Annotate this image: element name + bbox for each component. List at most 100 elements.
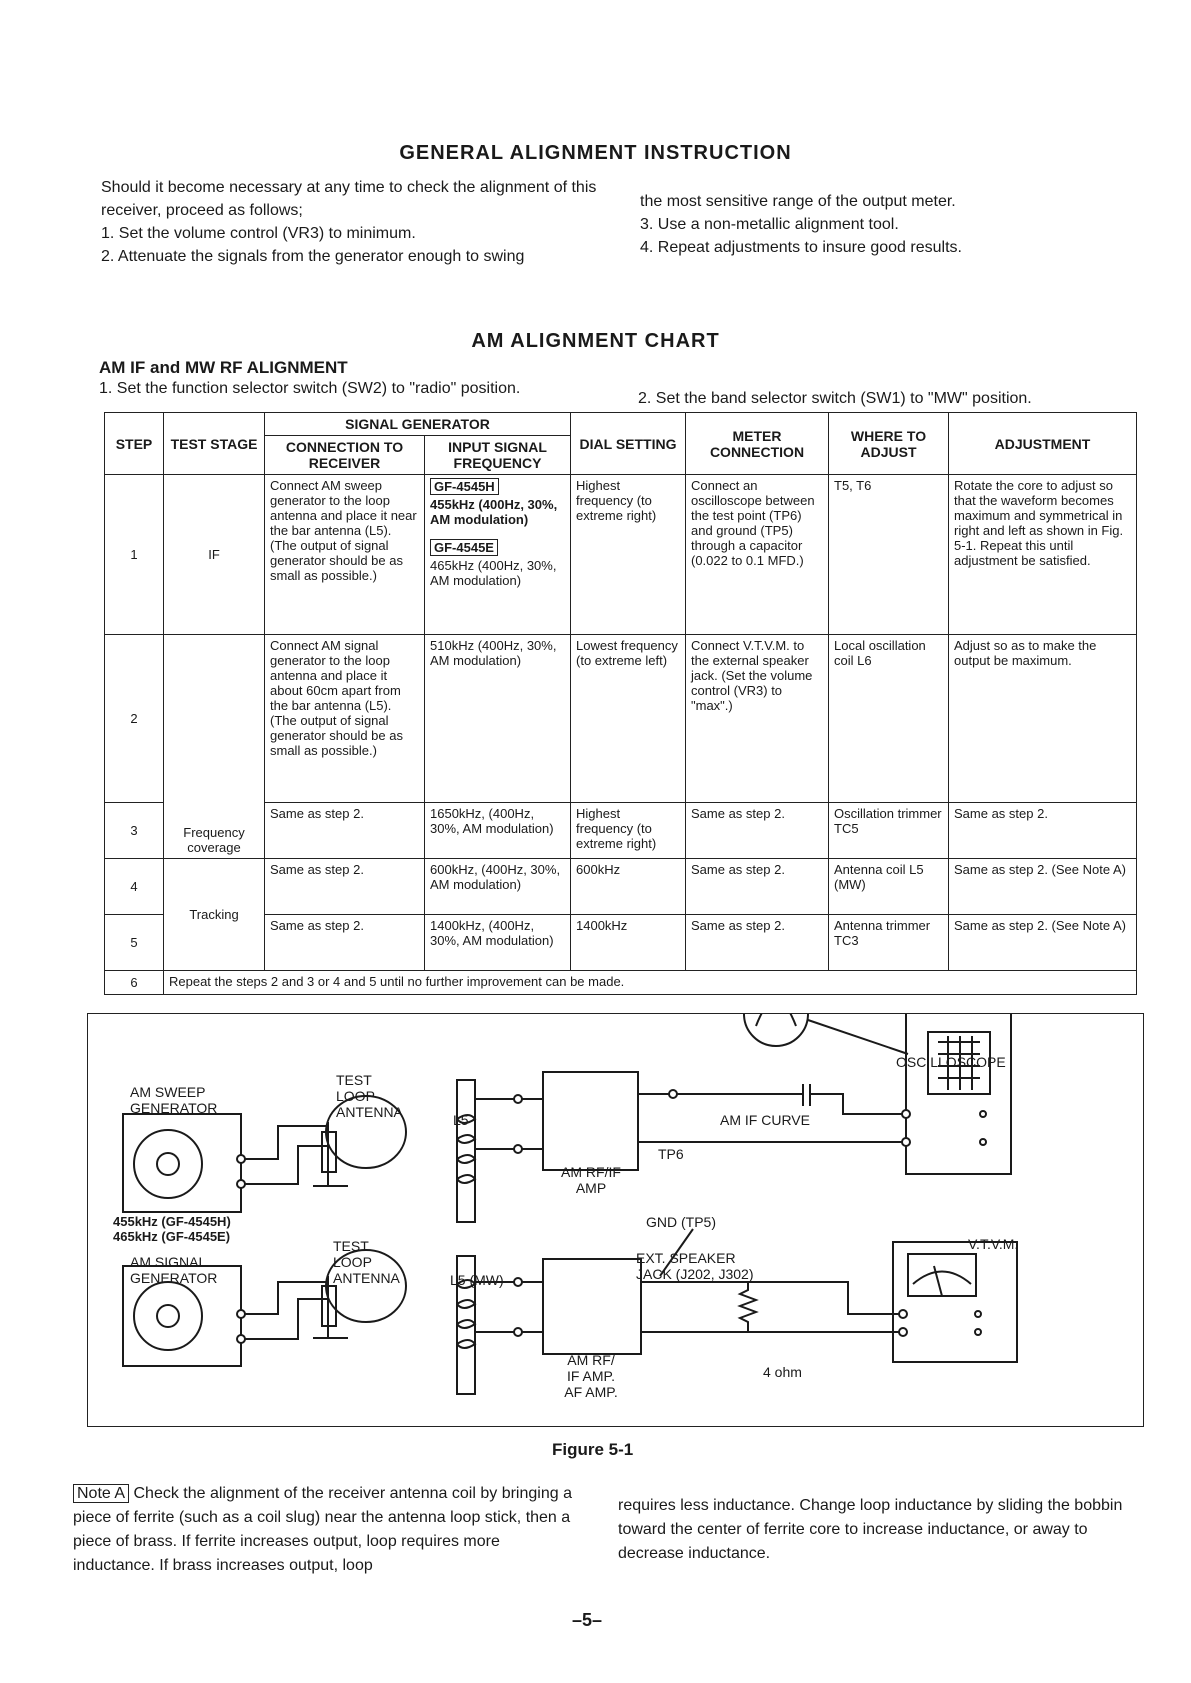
header-where-to-adjust: WHERE TO ADJUST [828, 412, 949, 475]
header-test-stage: TEST STAGE [163, 412, 265, 475]
connection-cell: Same as step 2. [264, 858, 425, 915]
connection-diagram [122, 1014, 1018, 1395]
table-row: 5 Same as step 2. 1400kHz, (400Hz, 30%, … [104, 914, 1137, 971]
table-header-row: STEP TEST STAGE SIGNAL GENERATOR DIAL SE… [104, 412, 1137, 475]
header-connection: CONNECTION TO RECEIVER [264, 435, 425, 475]
tp6-label: TP6 [658, 1146, 684, 1162]
step-number: 2 [104, 634, 164, 803]
header-input-signal: INPUT SIGNAL FREQUENCY [424, 435, 571, 475]
table-row: 4 Tracking Same as step 2. 600kHz, (400H… [104, 858, 1137, 971]
adjustment-cell: Same as step 2. (See Note A) [948, 858, 1137, 915]
dial-cell: 600kHz [570, 858, 686, 915]
alignment-figure: AM SWEEP GENERATOR 455kHz (GF-4545H) 465… [87, 1013, 1144, 1427]
setup-step-1: 1. Set the function selector switch (SW2… [99, 380, 521, 397]
step-number: 5 [104, 914, 164, 971]
table-row: 3 Same as step 2. 1650kHz, (400Hz, 30%, … [104, 802, 1137, 859]
meter-cell: Same as step 2. [685, 858, 829, 915]
adjustment-cell: Same as step 2. [948, 802, 1137, 859]
dial-cell: Highest frequency (to extreme right) [570, 474, 686, 635]
sweep-generator-box [122, 1113, 242, 1213]
dial-cell: Highest frequency (to extreme right) [570, 802, 686, 859]
page-title: GENERAL ALIGNMENT INSTRUCTION [399, 142, 792, 164]
sweep-generator-label: AM SWEEP GENERATOR [130, 1084, 218, 1116]
intro-text: Should it become necessary at any time t… [101, 179, 597, 219]
rf-if-amp-label: AM RF/IF AMP [561, 1164, 621, 1196]
section-title: AM IF and MW RF ALIGNMENT [99, 358, 348, 377]
adjustment-cell: Rotate the core to adjust so that the wa… [948, 474, 1137, 635]
test-stage: IF [163, 474, 265, 635]
where-cell: Antenna coil L5 (MW) [828, 858, 949, 915]
loop-antenna-label-2: TEST LOOP ANTENNA [333, 1238, 400, 1286]
chart-title: AM ALIGNMENT CHART [471, 330, 720, 352]
table-subheader-row: CONNECTION TO RECEIVER INPUT SIGNAL FREQ… [105, 435, 1137, 475]
connection-cell: Same as step 2. [264, 802, 425, 859]
rf-if-af-amp-label: AM RF/ IF AMP. AF AMP. [564, 1352, 618, 1400]
note-a-left: Note A Check the alignment of the receiv… [73, 1482, 578, 1578]
adjustment-cell: Same as step 2. (See Note A) [948, 914, 1137, 971]
intro-step-4: 4. Repeat adjustments to insure good res… [640, 239, 962, 256]
intro-step-3: 3. Use a non-metallic alignment tool. [640, 216, 899, 233]
connection-cell: Connect AM signal generator to the loop … [264, 634, 425, 803]
header-dial-setting: DIAL SETTING [570, 412, 686, 475]
dial-cell: 1400kHz [570, 914, 686, 971]
gnd-label: GND (TP5) [646, 1214, 716, 1230]
intro-step-1: 1. Set the volume control (VR3) to minim… [101, 225, 416, 242]
header-adjustment: ADJUSTMENT [948, 412, 1137, 475]
header-meter-connection: METER CONNECTION [685, 412, 829, 475]
step-number: 1 [104, 474, 164, 635]
figure-caption: Figure 5-1 [552, 1440, 634, 1459]
input-cell: 1400kHz, (400Hz, 30%, AM modulation) [424, 914, 571, 971]
step-number: 3 [104, 802, 164, 859]
table-row: 6 Repeat the steps 2 and 3 or 4 and 5 un… [104, 970, 1137, 995]
table-row: 1 IF Connect AM sweep generator to the l… [104, 474, 1137, 635]
four-ohm-label: 4 ohm [763, 1364, 802, 1380]
intro-left: Should it become necessary at any time t… [101, 176, 601, 268]
header-signal-generator: SIGNAL GENERATOR [264, 412, 571, 436]
connection-cell: Connect AM sweep generator to the loop a… [264, 474, 425, 635]
input-cell: 1650kHz, (400Hz, 30%, AM modulation) [424, 802, 571, 859]
note-a-tag: Note A [73, 1484, 130, 1503]
am-if-curve-label: AM IF CURVE [720, 1112, 810, 1128]
where-cell: Oscillation trimmer TC5 [828, 802, 949, 859]
generator-model-badge: GF-4545E [430, 539, 498, 556]
note-a-right: requires less inductance. Change loop in… [618, 1497, 1123, 1562]
ext-speaker-label: EXT. SPEAKER JACK (J202, J302) [636, 1250, 754, 1282]
meter-cell: Connect an oscilloscope between the test… [685, 474, 829, 635]
header-step: STEP [104, 412, 164, 475]
l5-label: L5 [453, 1112, 469, 1128]
step-number: 4 [104, 858, 164, 915]
where-cell: Local oscillation coil L6 [828, 634, 949, 803]
l5-mw-label: L5 (MW) [450, 1272, 504, 1288]
repeat-instruction: Repeat the steps 2 and 3 or 4 and 5 unti… [163, 970, 1137, 995]
input-cell: 510kHz (400Hz, 30%, AM modulation) [424, 634, 571, 803]
input-frequency: 455kHz (400Hz, 30%, AM modulation) [430, 497, 558, 527]
input-cell: 600kHz, (400Hz, 30%, AM modulation) [424, 858, 571, 915]
where-cell: Antenna trimmer TC3 [828, 914, 949, 971]
signal-generator-label: AM SIGNAL GENERATOR [130, 1254, 218, 1286]
connection-cell: Same as step 2. [264, 914, 425, 971]
intro-right: the most sensitive range of the output m… [640, 190, 1080, 259]
oscilloscope-label: OSCILLOSCOPE [896, 1054, 1006, 1070]
intro-step-2: 2. Attenuate the signals from the genera… [101, 248, 525, 265]
step-number: 6 [104, 970, 164, 995]
alignment-table: STEP TEST STAGE SIGNAL GENERATOR DIAL SE… [104, 412, 1137, 995]
vtvm-label: V.T.V.M. [968, 1236, 1019, 1252]
loop-antenna-label: TEST LOOP ANTENNA [336, 1072, 403, 1120]
note-a-text: Check the alignment of the receiver ante… [73, 1485, 572, 1574]
generator-model-badge: GF-4545H [430, 478, 499, 495]
dial-cell: Lowest frequency (to extreme left) [570, 634, 686, 803]
page-number: –5– [572, 1610, 603, 1630]
table-row: 2 Frequency coverage Connect AM signal g… [104, 634, 1137, 859]
input-frequency: 465kHz (400Hz, 30%, AM modulation) [430, 558, 557, 588]
meter-cell: Connect V.T.V.M. to the external speaker… [685, 634, 829, 803]
meter-cell: Same as step 2. [685, 802, 829, 859]
test-stage: Tracking [163, 858, 265, 971]
test-stage: Frequency coverage [163, 634, 265, 859]
sweep-frequency-label: 455kHz (GF-4545H) 465kHz (GF-4545E) [113, 1214, 231, 1244]
input-cell: GF-4545H 455kHz (400Hz, 30%, AM modulati… [424, 474, 571, 635]
where-cell: T5, T6 [828, 474, 949, 635]
meter-cell: Same as step 2. [685, 914, 829, 971]
adjustment-cell: Adjust so as to make the output be maxim… [948, 634, 1137, 803]
intro-text-cont: the most sensitive range of the output m… [640, 193, 956, 210]
setup-step-2: 2. Set the band selector switch (SW1) to… [638, 390, 1032, 407]
